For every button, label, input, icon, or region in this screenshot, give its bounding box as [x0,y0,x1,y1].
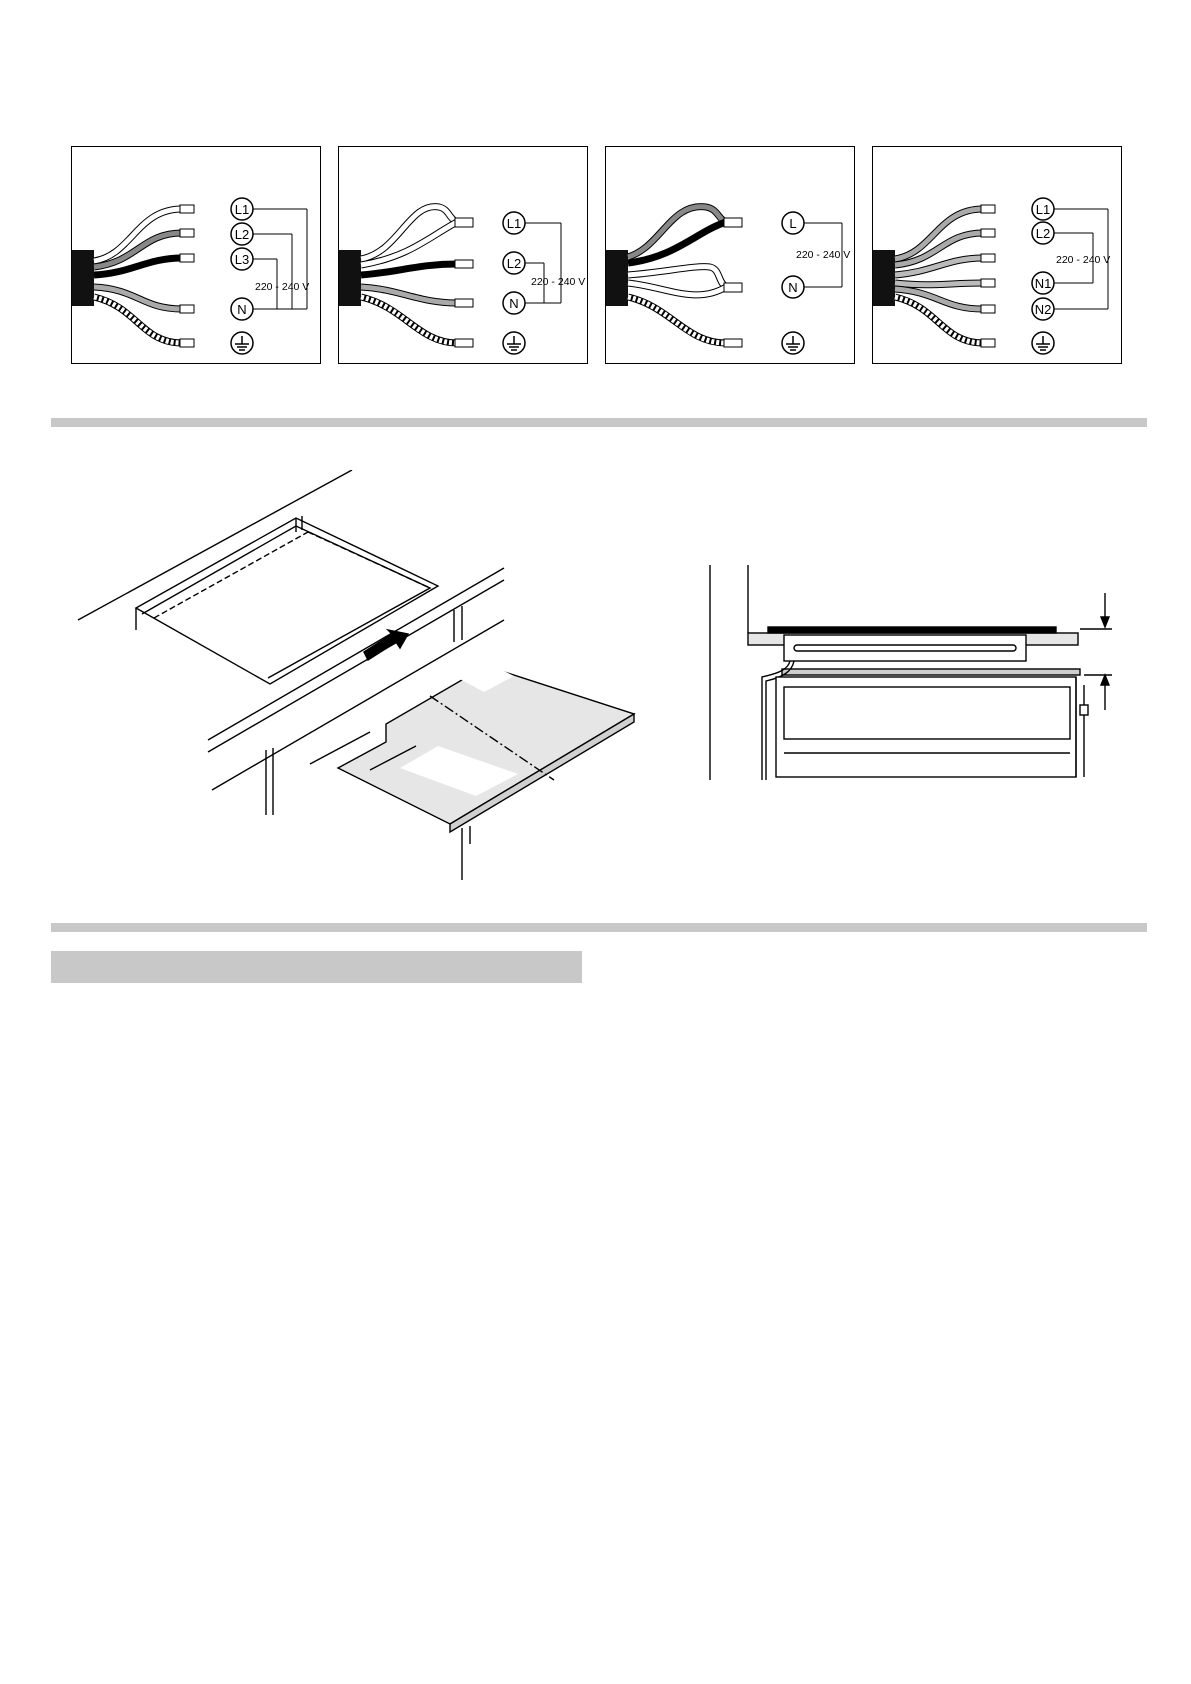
terminal-label: N [788,280,797,295]
terminal-label: L [789,216,796,231]
terminal-label: L1 [235,202,249,217]
terminal-label: N2 [1035,302,1052,317]
cross-section-figure [700,565,1120,785]
terminal-label: L3 [235,252,249,267]
section-divider [51,923,1147,932]
wiring-diagram-2: L1 L2 N 220 - 240 V [338,146,588,364]
voltage-label: 220 - 240 V [531,276,585,288]
earth-symbol-icon [507,336,521,351]
worktop-installation-figure [70,469,640,880]
terminal-label: L2 [1036,226,1050,241]
terminal-label: L2 [507,256,521,271]
cable-sheath-icon [339,250,361,306]
terminal-label: N1 [1035,276,1052,291]
wiring-diagram-1: L1 L2 L3 N 220 - 240 V [71,146,321,364]
section-divider [51,418,1147,427]
earth-symbol-icon [786,336,800,351]
terminal-label: L2 [235,227,249,242]
wiring-diagram-4: L1 L2 N1 N2 220 - 240 V [872,146,1122,364]
terminal-label: L1 [507,216,521,231]
cable-sheath-icon [606,250,628,306]
section-header-bar [51,951,582,983]
wiring-diagram-3: L N 220 - 240 V [605,146,855,364]
voltage-label: 220 - 240 V [796,249,850,261]
terminal-label: N [237,302,246,317]
cable-sheath-icon [873,250,895,306]
earth-symbol-icon [1036,336,1050,351]
terminal-label: N [509,296,518,311]
cable-sheath-icon [72,250,94,306]
voltage-label: 220 - 240 V [255,281,309,293]
earth-symbol-icon [235,336,249,351]
voltage-label: 220 - 240 V [1056,254,1110,266]
terminal-label: L1 [1036,202,1050,217]
